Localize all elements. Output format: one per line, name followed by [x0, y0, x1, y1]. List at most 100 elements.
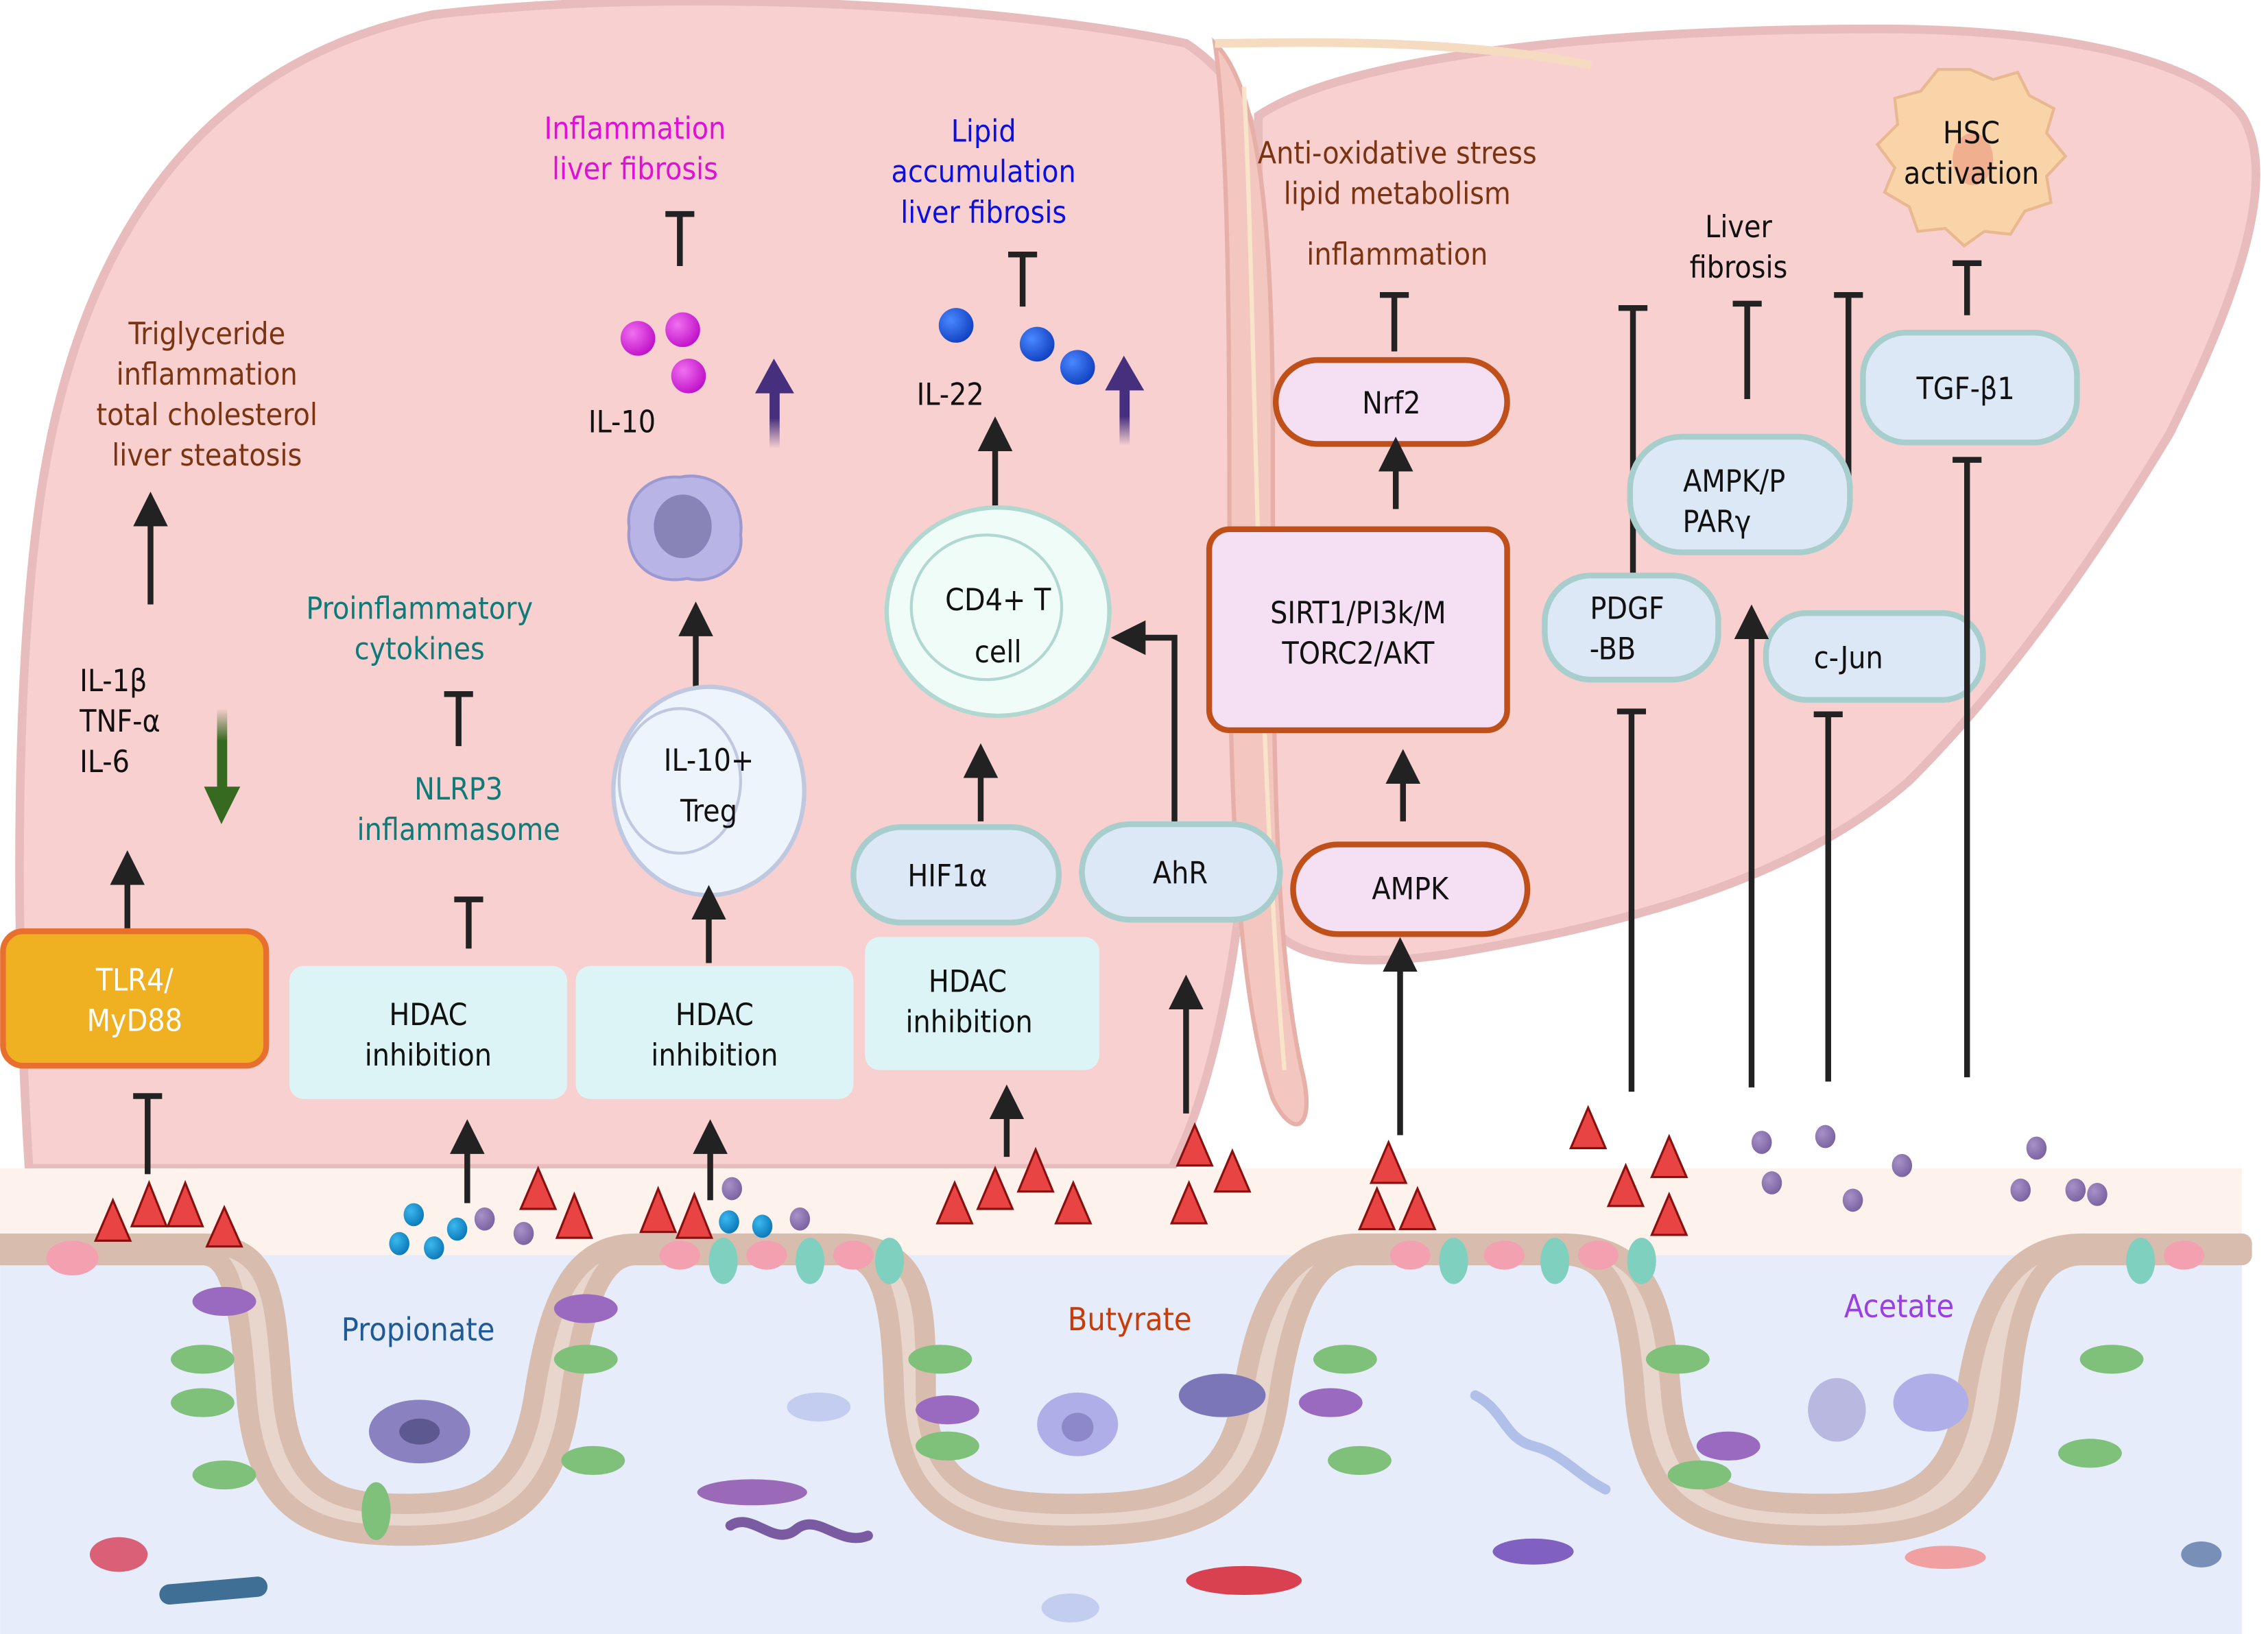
bacterium	[1186, 1565, 1302, 1596]
inhibition-label: inhibition	[365, 1038, 492, 1073]
mediator-line-1: NLRP3	[414, 772, 503, 807]
il22-label: IL-22	[917, 377, 984, 412]
outcome-line-1: Inflammation	[545, 111, 726, 146]
sirt1-pathway-box	[1206, 526, 1510, 734]
sirt1-label-2: TORC2/AKT	[1281, 636, 1435, 671]
propionate-label: Propionate	[342, 1311, 495, 1348]
butyrate-molecule	[1358, 1186, 1396, 1231]
butyrate-molecule	[130, 1179, 169, 1227]
dendritic-cell	[1178, 1373, 1266, 1417]
outcome-line-2: accumulation	[892, 155, 1076, 190]
pathway-ampk-nrf2: Anti-oxidative stress lipid metabolism i…	[1206, 136, 1537, 1136]
outcome-line-4: liver steatosis	[112, 438, 302, 473]
bacterium	[697, 1479, 807, 1506]
outcome-line-1: Proinflammatory	[306, 592, 533, 627]
pathway-cd4: Lipid accumulation liver fibrosis IL-22 …	[850, 115, 1283, 1157]
cd4-t-cell	[884, 505, 1112, 719]
goblet-cells	[46, 1238, 2205, 1540]
butyrate-label: Butyrate	[1068, 1301, 1192, 1338]
il10-molecule	[671, 358, 706, 394]
microbiota	[89, 1373, 2222, 1623]
increase-arrow-icon	[1105, 355, 1145, 446]
tgf-beta1-box	[1860, 329, 2080, 446]
outcome-inflammation: inflammation	[1306, 237, 1488, 272]
butyrate-molecule	[1016, 1146, 1055, 1193]
ampk-ppar-box	[1627, 433, 1853, 555]
butyrate-molecule	[675, 1191, 714, 1239]
inhibition-label: inhibition	[651, 1038, 778, 1073]
bacterium	[1492, 1538, 1574, 1565]
ampk-ppar-label-2: PARγ	[1683, 505, 1752, 540]
spirochete	[1470, 1390, 1611, 1495]
ampk-box	[1290, 841, 1531, 937]
butyrate-molecule	[1650, 1133, 1688, 1179]
butyrate-molecule	[1398, 1186, 1437, 1231]
hif1a-label: HIF1α	[907, 859, 987, 894]
liver-fibrosis-2: fibrosis	[1690, 250, 1788, 285]
ahr-label: AhR	[1153, 856, 1208, 891]
hdac-label: HDAC	[676, 998, 754, 1033]
cytokine-il6: IL-6	[80, 745, 130, 780]
butyrate-molecule	[1213, 1148, 1252, 1193]
pathway-tlr4: Triglyceride inflammation total choleste…	[0, 317, 318, 1175]
cytokine-tnfa: TNF-α	[79, 704, 160, 739]
cytokine-il1b: IL-1β	[80, 664, 147, 699]
tlr4-myd88-box	[0, 928, 270, 1069]
ahr-box	[1079, 821, 1283, 923]
immune-cell-icon	[627, 474, 743, 581]
outcome-line-2: liver fibrosis	[552, 152, 718, 187]
il10-label: IL-10	[588, 405, 656, 440]
hsc-cell-icon	[1875, 68, 2068, 248]
outcome-line-1: Anti-oxidative stress	[1258, 136, 1537, 171]
pdgf-bb-box	[1542, 573, 1721, 683]
hif1a-box	[850, 824, 1062, 926]
butyrate-molecule	[518, 1165, 558, 1210]
treg-label-2: Treg	[680, 794, 737, 829]
butyrate-molecule	[205, 1204, 243, 1248]
hsc-label-1: HSC	[1943, 116, 2000, 151]
hdac-inhibition-box	[289, 965, 567, 1099]
butyrate-molecule	[935, 1180, 974, 1225]
butyrate-molecule	[1175, 1122, 1214, 1167]
pathway-treg: Inflammation liver fibrosis IL-10 IL-10+…	[545, 111, 854, 1201]
mediator-line-2: inflammasome	[357, 813, 560, 848]
hsc-label-2: activation	[1904, 156, 2039, 191]
increase-arrow-icon	[754, 358, 794, 448]
treg-label-1: IL-10+	[664, 743, 754, 778]
butyrate-molecule	[1369, 1139, 1408, 1184]
butyrate-molecule	[1568, 1105, 1608, 1150]
liver-fibrosis-1: Liver	[1705, 210, 1772, 245]
butyrate-molecule	[639, 1186, 678, 1234]
butyrate-molecule	[1169, 1180, 1208, 1225]
outcome-line-3: liver fibrosis	[900, 195, 1066, 230]
acetate-label: Acetate	[1844, 1288, 1954, 1325]
bacterium	[1905, 1546, 1986, 1570]
pathway-fibrosis: HSC activation Liver fibrosis TGF-β1 AMP…	[1542, 68, 2080, 1092]
butyrate-molecule	[93, 1197, 132, 1242]
butyrate-molecule	[166, 1179, 204, 1227]
cd4-label-2: cell	[975, 635, 1022, 670]
outcome-line-2: inflammation	[117, 357, 298, 392]
cd4-label-1: CD4+ T	[945, 583, 1051, 618]
myd88-label: MyD88	[87, 1004, 182, 1039]
pdgf-label-1: PDGF	[1590, 592, 1664, 627]
decrease-arrow-icon	[204, 708, 241, 825]
hdac-label: HDAC	[389, 998, 467, 1033]
ampk-ppar-label-1: AMPK/P	[1683, 464, 1785, 499]
il10-molecule	[620, 321, 656, 356]
bacterium	[159, 1576, 268, 1605]
spirochete	[725, 1517, 873, 1543]
il22-molecule	[938, 308, 974, 343]
hdac-inhibition-box	[865, 937, 1099, 1070]
outcome-line-1: Lipid	[951, 115, 1016, 149]
inhibition-label: inhibition	[905, 1005, 1032, 1040]
acetate-molecules	[474, 1125, 2108, 1245]
pdgf-label-2: -BB	[1590, 632, 1636, 667]
outcome-line-3: total cholesterol	[97, 398, 318, 433]
c-jun-label: c-Jun	[1814, 640, 1883, 675]
outcome-line-2: cytokines	[355, 632, 485, 667]
pathway-nlrp3: Proinflammatory cytokines NLRP3 inflamma…	[289, 592, 567, 1203]
ampk-label: AMPK	[1372, 872, 1449, 907]
butyrate-molecule	[1054, 1180, 1093, 1225]
